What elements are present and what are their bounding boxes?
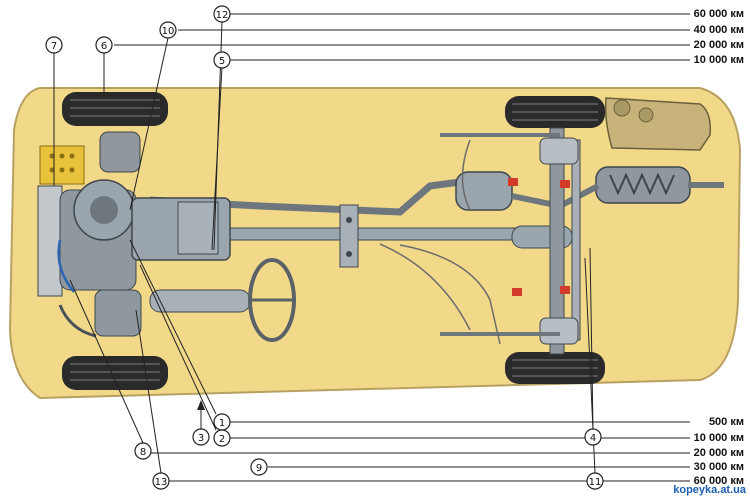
callout-circle-6 <box>95 36 113 54</box>
steering-assembly <box>57 239 296 342</box>
interval-label-20000-bottom: 20 000 км <box>693 447 744 459</box>
callout-circle-4 <box>584 428 602 446</box>
callout-circle-9 <box>250 458 268 476</box>
interval-label-40000-top: 40 000 км <box>693 24 744 36</box>
interval-label-500-bottom: 500 км <box>708 416 744 428</box>
front-right-wheel <box>62 356 168 390</box>
callout-circle-12 <box>213 5 231 23</box>
site-watermark: kopeyka.at.ua <box>673 484 746 496</box>
brake-lines <box>379 139 501 345</box>
direction-arrow-icon <box>197 400 205 410</box>
rear-right-wheel <box>505 352 605 384</box>
callout-number-9: 9 <box>256 463 262 474</box>
front-left-wheel <box>62 92 168 126</box>
callout-numbers: 12 10 7 6 5 1 3 2 4 8 9 13 11 <box>51 10 602 488</box>
callout-markers <box>45 5 604 490</box>
engine-assembly <box>37 131 231 337</box>
fuel-tank <box>604 97 712 151</box>
callout-circle-7 <box>45 36 63 54</box>
rear-left-wheel <box>505 96 605 128</box>
callout-number-7: 7 <box>51 41 57 52</box>
callout-number-5: 5 <box>219 56 225 67</box>
callout-number-11: 11 <box>589 477 602 488</box>
callout-number-3: 3 <box>198 433 204 444</box>
callout-circle-3 <box>192 428 210 446</box>
callout-circle-13 <box>152 472 170 490</box>
callout-circle-8 <box>134 442 152 460</box>
callout-circle-2 <box>213 429 231 447</box>
callout-number-10: 10 <box>162 26 175 37</box>
interval-label-30000-bottom: 30 000 км <box>693 461 744 473</box>
callout-circle-11 <box>586 472 604 490</box>
leader-lines <box>53 21 596 474</box>
callout-number-13: 13 <box>155 477 168 488</box>
callout-number-8: 8 <box>140 447 146 458</box>
interval-label-60000-top: 60 000 км <box>693 8 744 20</box>
interval-label-10000-bottom: 10 000 км <box>693 432 744 444</box>
callout-number-1: 1 <box>219 418 225 429</box>
callout-number-6: 6 <box>101 41 107 52</box>
interval-label-60000-bottom: 60 000 км <box>693 475 744 487</box>
callout-number-4: 4 <box>590 433 596 444</box>
callout-circle-5 <box>213 51 231 69</box>
interval-label-20000-top: 20 000 км <box>693 39 744 51</box>
callout-number-12: 12 <box>216 10 229 21</box>
callout-number-2: 2 <box>219 434 225 445</box>
top-interval-lines <box>114 13 690 61</box>
battery <box>39 145 85 185</box>
callout-circle-10 <box>159 21 177 39</box>
interval-label-10000-top: 10 000 км <box>693 54 744 66</box>
bottom-interval-lines <box>150 421 690 482</box>
